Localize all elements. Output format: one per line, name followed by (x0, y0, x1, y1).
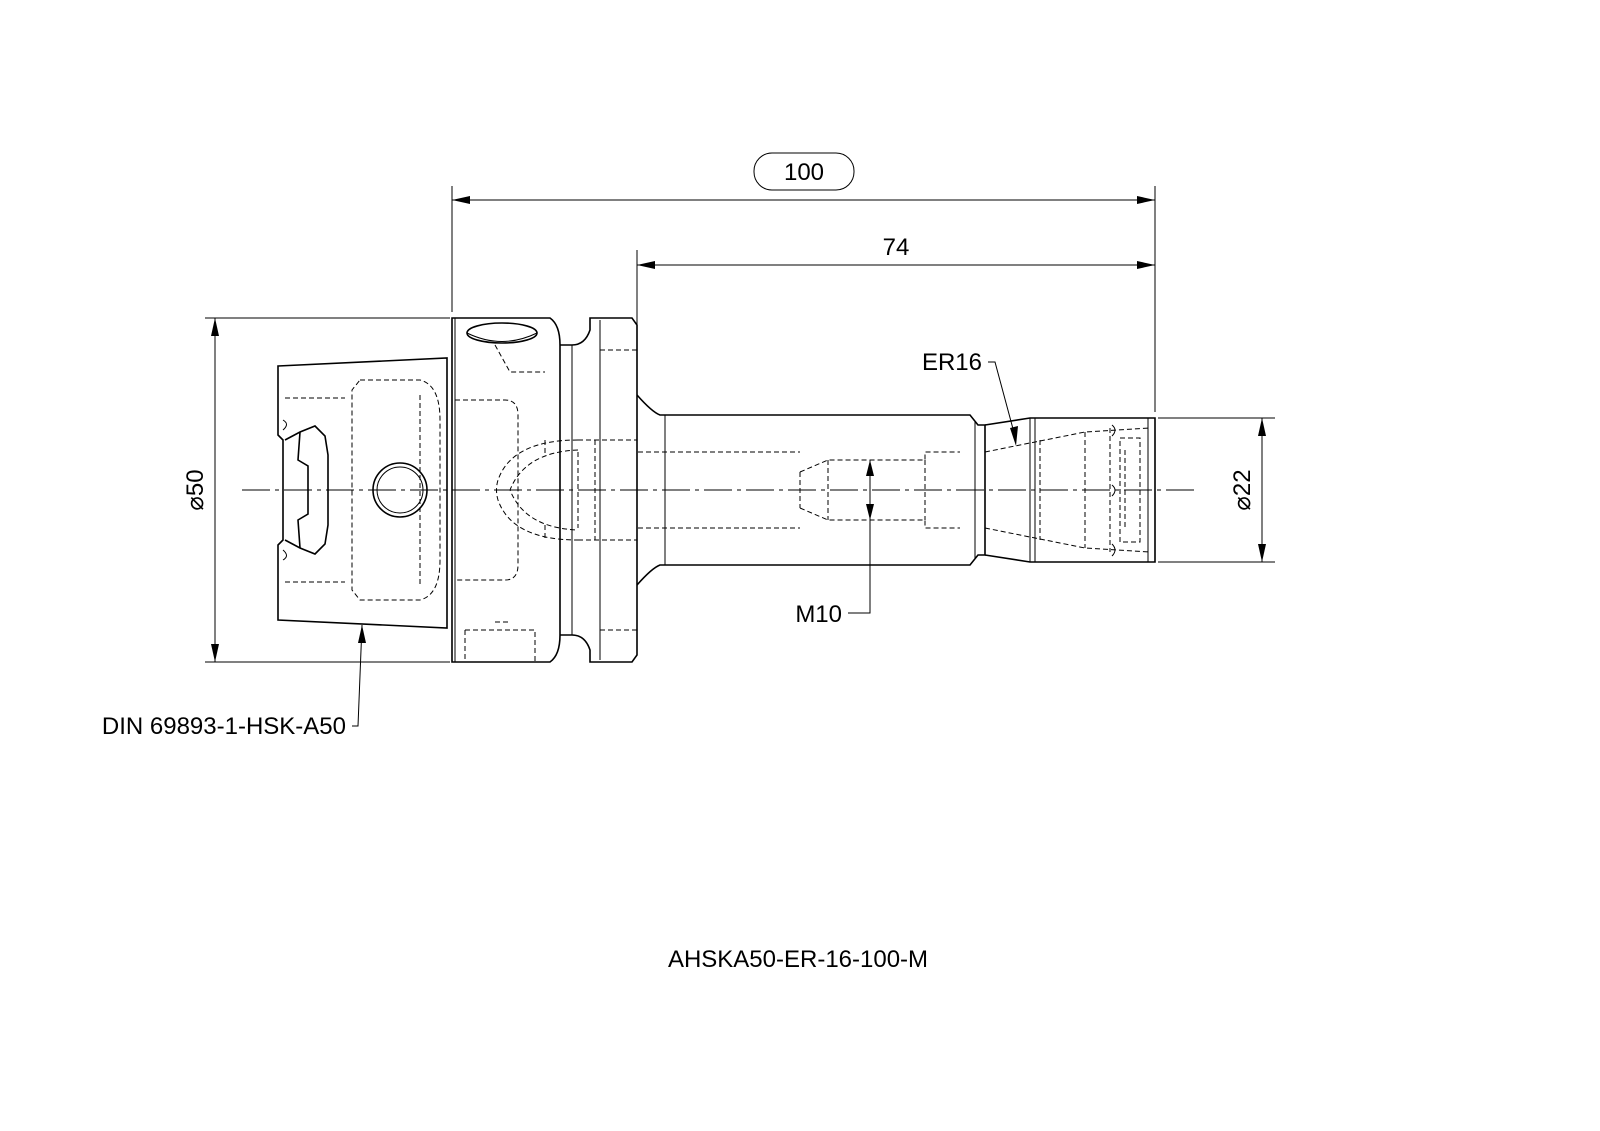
v-groove-collar (560, 317, 638, 663)
hsk-diameter-label: ⌀50 (182, 469, 209, 510)
inspection-dimension-frame (753, 152, 855, 191)
dimension-nose-diameter: ⌀22 (1158, 417, 1275, 563)
overall-length-label: 100 (784, 159, 824, 186)
callout-m10: M10 (795, 460, 874, 628)
standard-callout-label: DIN 69893-1-HSK-A50 (102, 713, 346, 740)
collet-callout-label: ER16 (922, 349, 982, 376)
callout-din-standard: DIN 69893-1-HSK-A50 (102, 624, 366, 740)
er16-collet-nose (984, 417, 1156, 563)
dimension-overall-length: 100 (451, 152, 1156, 412)
hsk-taper-shank (277, 357, 448, 629)
thread-callout-label: M10 (795, 601, 842, 628)
callout-er16: ER16 (922, 349, 1018, 446)
part-number: AHSKA50-ER-16-100-M (668, 946, 928, 973)
internal-bore (496, 439, 800, 541)
extension-neck (636, 394, 986, 586)
dimension-gauge-length: 74 (636, 234, 1155, 392)
nose-diameter-label: ⌀22 (1229, 469, 1256, 510)
gauge-length-label: 74 (883, 234, 910, 261)
dimension-hsk-diameter: ⌀50 (182, 317, 450, 663)
